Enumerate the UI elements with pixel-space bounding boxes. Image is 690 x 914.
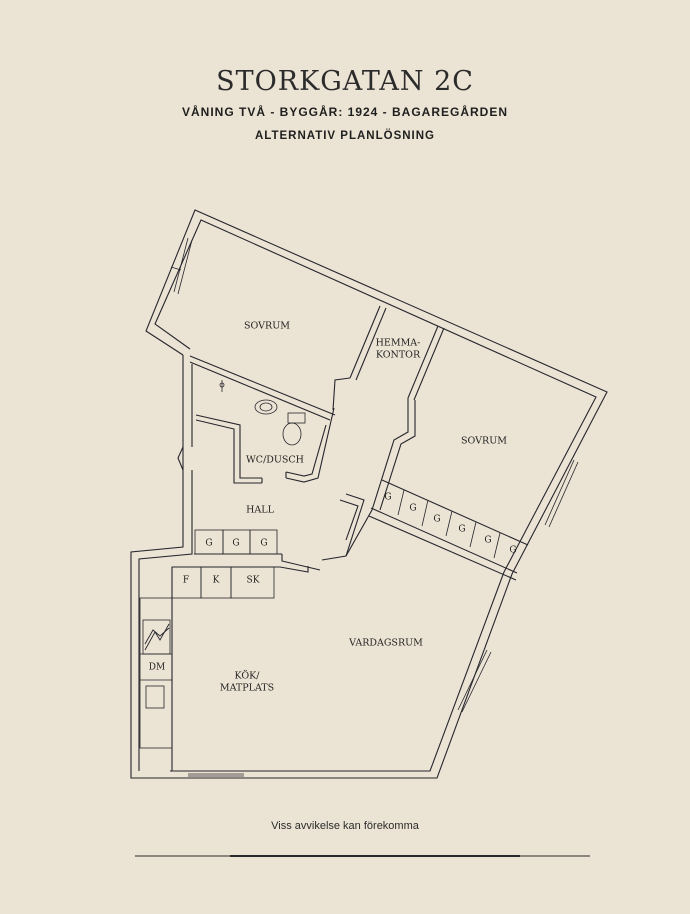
entry-door-notch	[177, 446, 184, 471]
wardrobe-label-bedroom-5: G	[484, 536, 491, 546]
windows	[170, 237, 579, 777]
property-subtitle: VÅNING TVÅ - BYGGÅR: 1924 - BAGAREGÅRDEN	[181, 105, 509, 119]
room-label-sovrum-2: SOVRUM	[461, 436, 507, 447]
wardrobes-bedroom	[397, 489, 501, 559]
room-label-wc-dusch: WC/DUSCH	[246, 455, 304, 466]
dishwasher-label: DM	[149, 663, 165, 673]
room-label-kok-1: KÖK/	[235, 670, 261, 682]
outer-wall-outer-line	[145, 209, 608, 779]
pantry-label: SK	[247, 576, 260, 586]
wall-bedroom-bath	[189, 361, 331, 421]
outer-wall-inner-line	[154, 219, 597, 772]
room-label-hemmakontor-2: KONTOR	[376, 350, 421, 361]
room-label-hall: HALL	[246, 505, 274, 516]
wardrobe-label-bedroom-3: G	[433, 515, 440, 525]
room-label-hemmakontor-1: HEMMA-	[376, 338, 421, 349]
wardrobe-label-hall-1: G	[205, 539, 212, 549]
outer-walls	[130, 209, 608, 779]
wardrobe-label-hall-2: G	[232, 539, 239, 549]
disclaimer-text: Viss avvikelse kan förekomma	[271, 820, 419, 832]
storage-labels: G G G G G G G G G F K SK DM	[149, 493, 517, 673]
layout-variant-label: ALTERNATIV PLANLÖSNING	[254, 130, 435, 142]
wardrobe-label-bedroom-6: G	[509, 546, 516, 556]
wardrobe-label-bedroom-1: G	[384, 493, 391, 503]
fridge-label: K	[213, 576, 220, 586]
room-label-sovrum-1: SOVRUM	[244, 321, 290, 332]
kitchen-appliances	[139, 566, 275, 749]
bathroom-fixtures	[219, 380, 306, 446]
wall-bedroom-bath-2	[189, 355, 336, 416]
outer-wall-left-inner	[138, 470, 193, 771]
room-labels: SOVRUM HEMMA- KONTOR SOVRUM WC/DUSCH HAL…	[220, 321, 507, 694]
freezer-label: F	[183, 576, 189, 586]
outer-wall-left	[130, 355, 184, 779]
room-label-kok-2: MATPLATS	[220, 683, 274, 694]
page-title: STORKGATAN 2C	[216, 66, 474, 97]
wardrobe-label-hall-3: G	[260, 539, 267, 549]
interior-walls	[171, 305, 529, 771]
room-label-vardagsrum: VARDAGSRUM	[348, 638, 423, 649]
wardrobe-label-bedroom-4: G	[458, 525, 465, 535]
wardrobe-label-bedroom-2: G	[409, 504, 416, 514]
wardrobes-hall	[194, 529, 278, 555]
